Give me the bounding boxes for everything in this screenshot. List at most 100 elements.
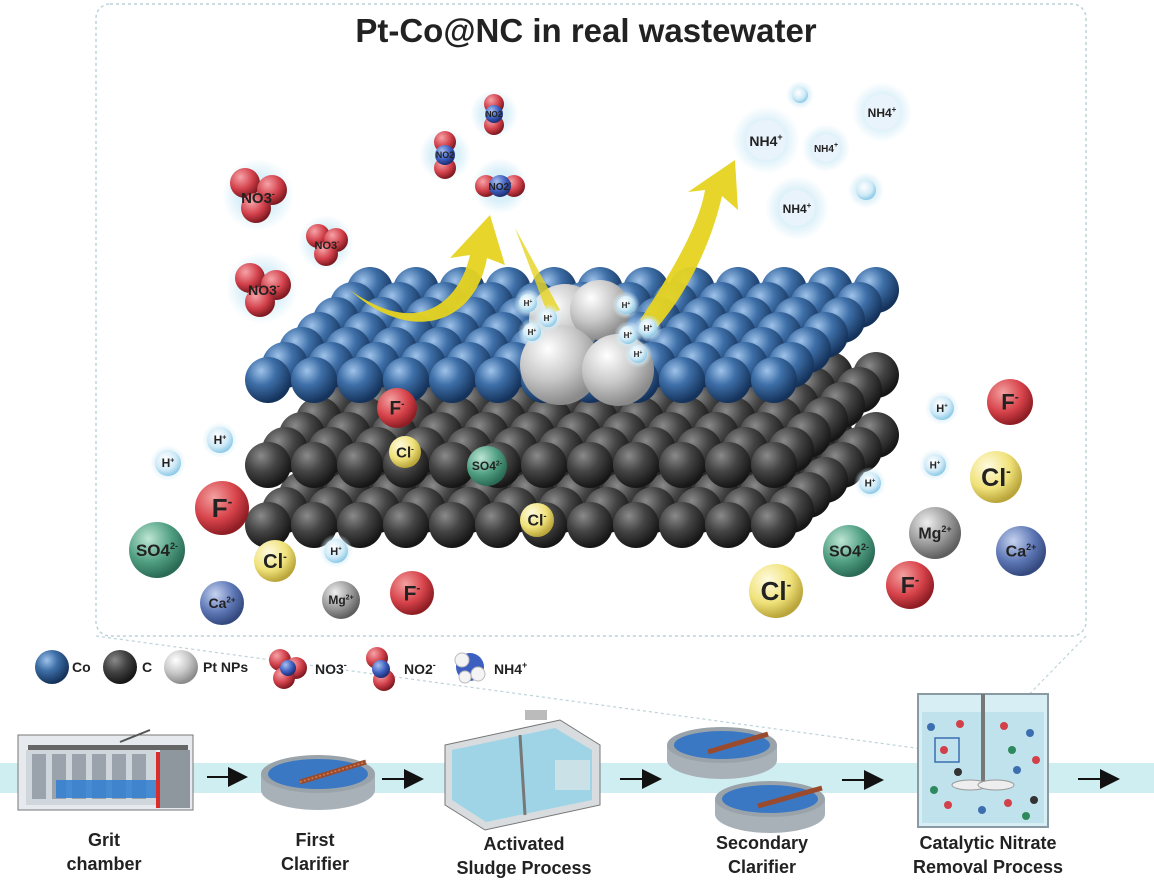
flow-arrows [207,767,1120,790]
lattice-atom [705,357,751,403]
sulfate-ion: SO42- [823,525,875,577]
ammonium-molecule: NH4+ [765,176,829,240]
secondary-clarifier-illustration [667,727,825,833]
fluoride-ion: F- [987,379,1033,425]
svg-text:NO2: NO2 [486,110,503,119]
hydrogen-ion: H+ [202,422,238,458]
lattice-atom [659,502,705,548]
svg-text:F-: F- [901,572,919,598]
reactor-particle [1030,796,1038,804]
svg-text:Co: Co [72,659,91,675]
lattice-atom [475,357,521,403]
svg-text:Cl-: Cl- [263,551,287,573]
ammonium-molecule: NH4+ [852,82,912,142]
nitrate-molecule: NO3- [226,252,298,324]
svg-text:F-: F- [390,399,405,420]
lattice-atom [751,357,797,403]
legend-pt: Pt NPs [164,650,248,684]
legend-no2: NO2- [366,647,436,691]
lattice-atom [613,442,659,488]
svg-text:H+: H+ [214,433,227,447]
reactor-particle [927,723,935,731]
svg-text:NO2-: NO2- [489,180,513,193]
calcium-ion: Ca2+ [996,526,1046,576]
hydrogen-ion: H+ [518,318,546,346]
svg-text:NH4+: NH4+ [494,660,527,677]
svg-text:SO42-: SO42- [472,459,503,473]
fluoride-ion: F- [377,388,417,428]
lattice-atom [383,502,429,548]
svg-text:H+: H+ [634,350,643,359]
ammonium-molecule-small [848,172,884,208]
svg-text:NH4+: NH4+ [783,201,812,216]
svg-text:H+: H+ [644,324,653,333]
svg-text:H+: H+ [624,331,633,340]
ammonium-molecule: NH4+ [802,124,850,172]
sulfate-ion: SO42- [129,522,185,578]
callout-frame [95,3,1087,637]
fluoride-ion: F- [390,571,434,615]
fluoride-ion: F- [886,561,934,609]
hydrogen-ion: H+ [150,445,186,481]
lattice-atom [291,442,337,488]
lattice-atom [429,502,475,548]
svg-text:Ca2+: Ca2+ [208,595,235,611]
lattice-atom [337,442,383,488]
chloride-ion: Cl- [520,503,554,537]
svg-text:NH4+: NH4+ [868,105,897,120]
legend-no3: NO3- [269,649,347,689]
svg-text:NH4+: NH4+ [749,132,782,149]
svg-text:Cl-: Cl- [396,444,414,461]
svg-text:H+: H+ [936,403,948,415]
svg-text:Cl-: Cl- [528,511,547,529]
lattice-atom [245,502,291,548]
nitrate-molecule: NO3- [222,159,294,231]
fluoride-ion: F- [195,481,249,535]
svg-text:H+: H+ [622,301,631,310]
reactor-particle [1022,812,1030,820]
svg-text:F-: F- [1001,390,1018,415]
sulfate-ion: SO42- [467,446,507,486]
lattice-atom [429,442,475,488]
lattice-atom [659,442,705,488]
lattice-atom [337,502,383,548]
chloride-ion: Cl- [970,451,1022,503]
first-clarifier-illustration [261,755,375,810]
diagram-title: Pt-Co@NC in real wastewater [355,12,816,49]
chloride-ion: Cl- [254,540,296,582]
legend: Co C Pt NPs NO3- NO2- NH4+ [35,647,527,691]
hydrogen-ion: H+ [854,467,886,499]
chloride-ion: Cl- [749,564,803,618]
lattice-atom [245,442,291,488]
nitrite-molecule: NO2 [419,129,471,181]
svg-text:H+: H+ [865,479,876,490]
magnesium-ion: Mg2+ [909,507,961,559]
arrow-nitrite [515,228,560,315]
ammonium-molecule-small [786,81,814,109]
lattice-atom [705,502,751,548]
grit-chamber-illustration [17,729,194,811]
lattice-atom [291,357,337,403]
reactor-particle [1032,756,1040,764]
svg-text:NO2: NO2 [436,150,455,160]
lattice-atom [567,442,613,488]
svg-text:Cl-: Cl- [761,576,792,606]
lattice-atom [613,502,659,548]
hydrogen-ion: H+ [919,449,951,481]
legend-co: Co [35,650,91,684]
lattice-atom [291,502,337,548]
svg-text:C: C [142,659,152,675]
nitrite-molecule: NO2- [472,158,528,214]
svg-text:H+: H+ [330,546,342,558]
svg-text:NO3-: NO3- [315,660,347,677]
reactor-particle [930,786,938,794]
svg-text:F-: F- [212,493,233,523]
svg-text:Mg2+: Mg2+ [918,524,951,542]
catalytic-reactor-illustration [917,693,1049,828]
reactor-particle [1008,746,1016,754]
reactor-particle [944,801,952,809]
hydrogen-ion: H+ [514,289,542,317]
